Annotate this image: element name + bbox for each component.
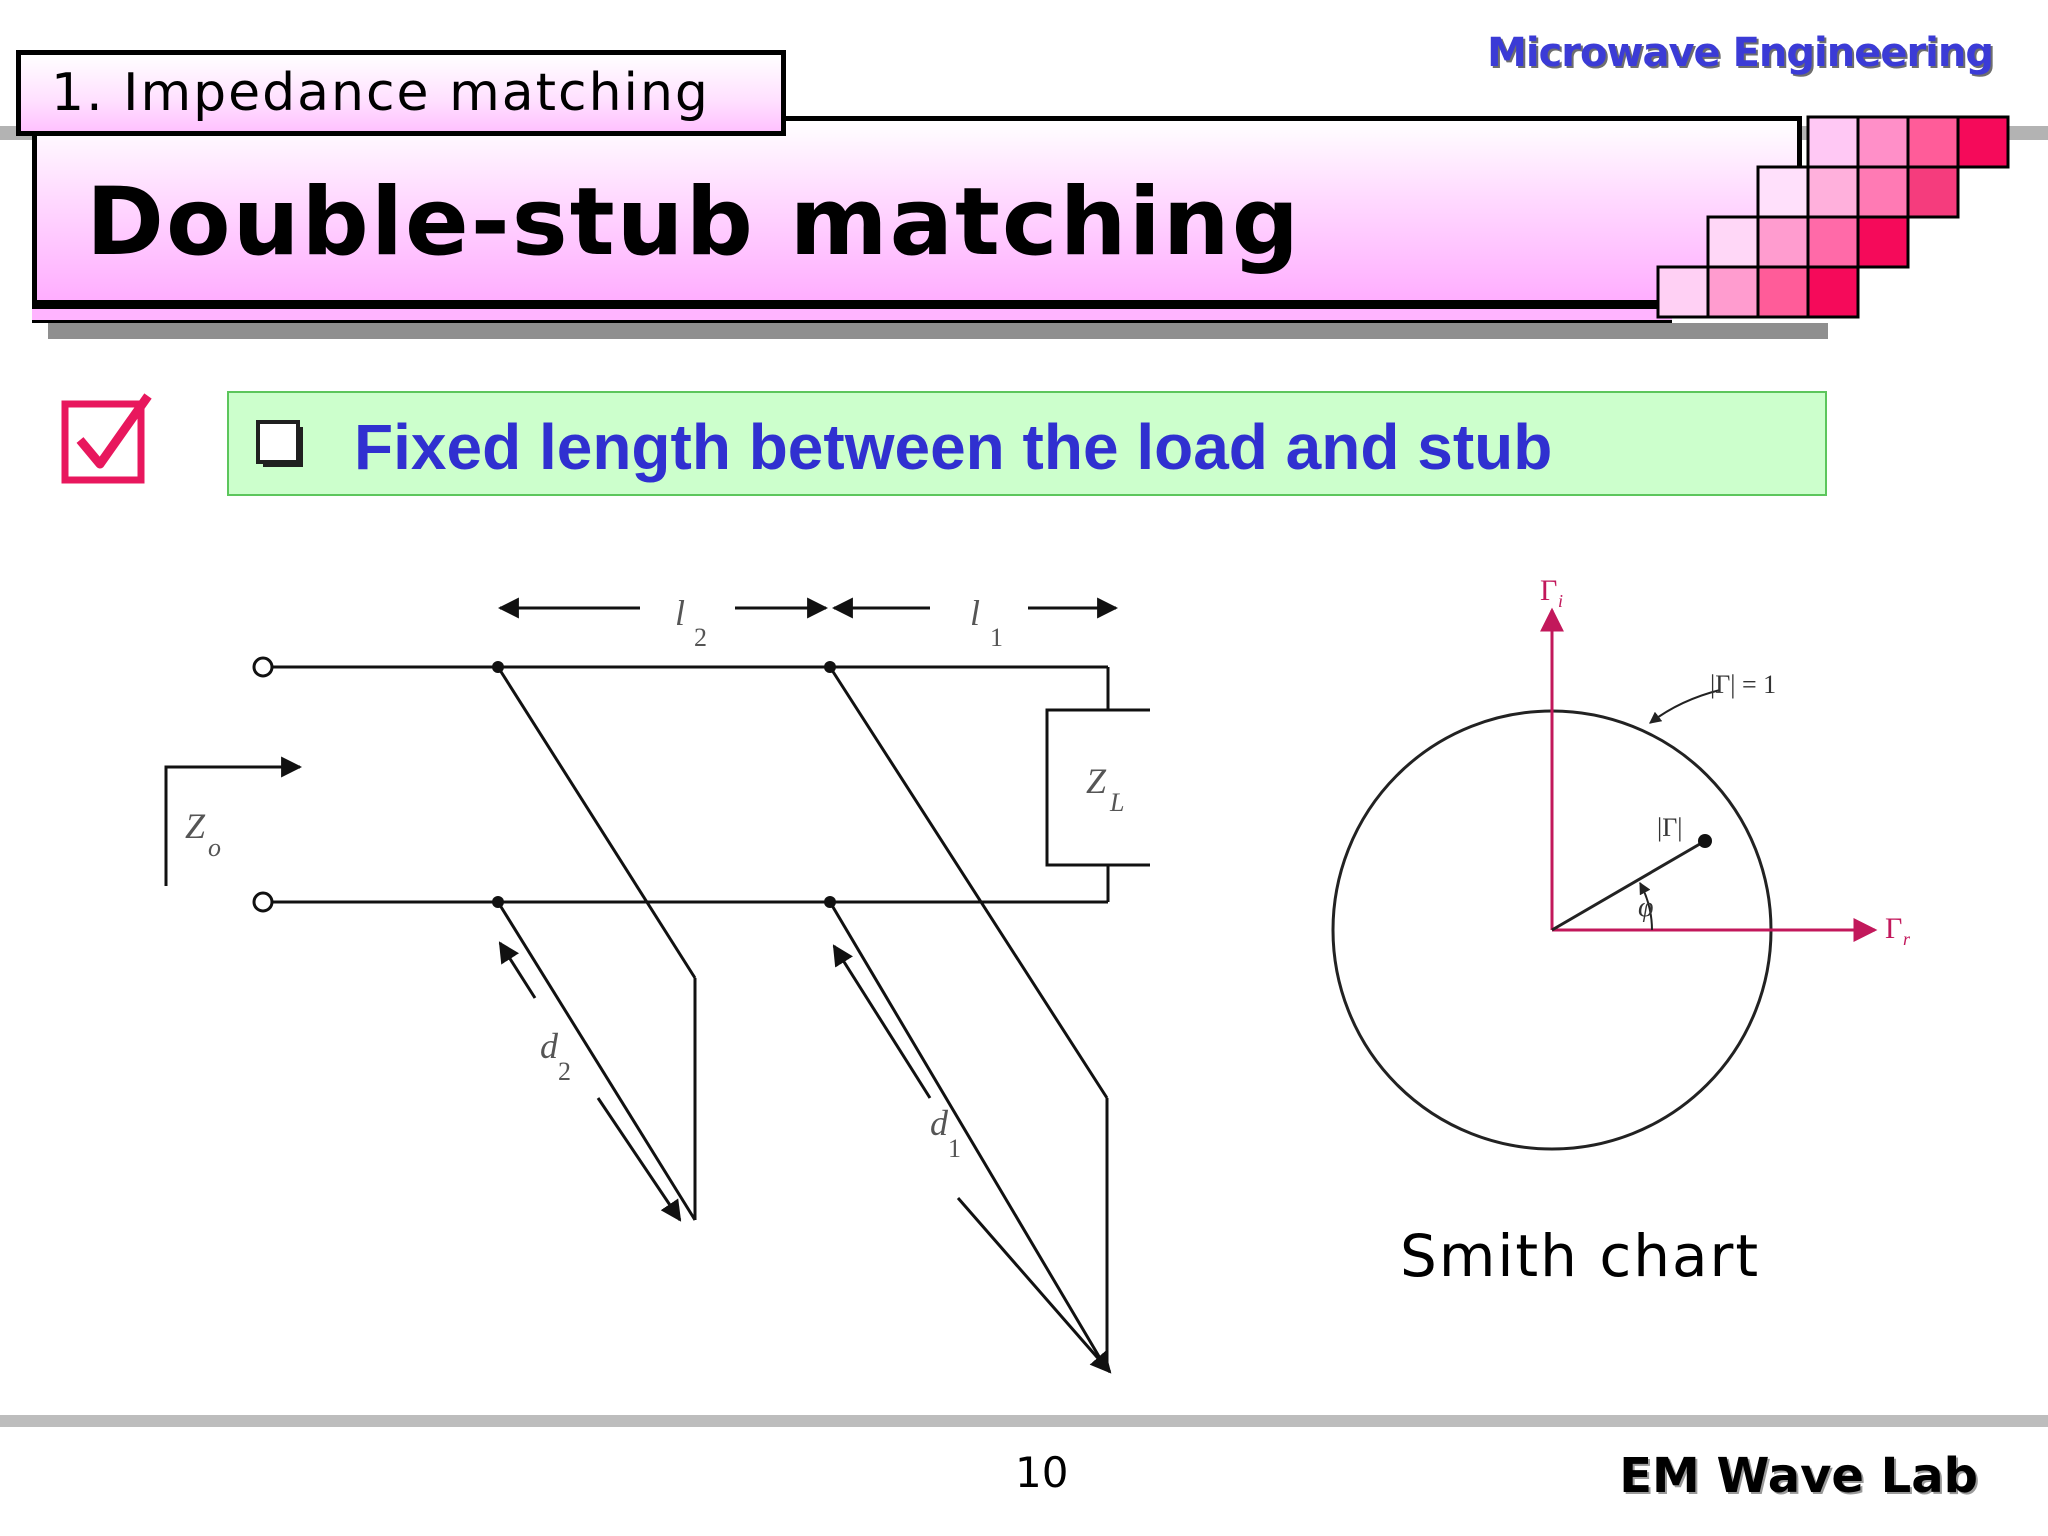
stub1-lower xyxy=(828,901,1109,1371)
pixel-grid-decoration xyxy=(1656,115,2010,319)
lab-name: EM Wave Lab xyxy=(1619,1448,1978,1504)
stub2-lower xyxy=(496,901,697,1221)
unit-circle-label: |Γ| = 1 xyxy=(1710,670,1776,699)
stub1-upper xyxy=(828,666,1109,1099)
real-axis-subscript: r xyxy=(1903,929,1911,949)
l1-subscript: 1 xyxy=(990,623,1003,652)
zl-label: Z xyxy=(1086,761,1107,801)
magnitude-label: |Γ| xyxy=(1657,813,1682,842)
stub2-upper xyxy=(496,666,697,979)
brand-title: Microwave Engineering xyxy=(1487,30,1994,76)
title-shadow xyxy=(48,323,1828,339)
angle-label: φ xyxy=(1638,892,1654,923)
real-axis-label: Γ xyxy=(1885,912,1902,945)
input-terminal-top xyxy=(252,656,274,678)
zo-label: Z xyxy=(185,806,206,846)
load-box xyxy=(1045,708,1150,867)
l2-subscript: 2 xyxy=(694,623,707,652)
input-terminal-bottom xyxy=(252,891,274,913)
d2-label: d xyxy=(540,1026,559,1066)
footer-gray-bar xyxy=(0,1415,2048,1427)
phi-arc xyxy=(1639,881,1653,931)
checkbox-checked-icon xyxy=(61,393,152,484)
imag-axis-subscript: i xyxy=(1558,591,1563,611)
title-underline-pink xyxy=(32,309,1672,323)
gamma-point xyxy=(1698,834,1712,848)
smith-chart-caption: Smith chart xyxy=(1400,1222,1761,1290)
l1-label: l xyxy=(970,593,980,633)
zo-subscript: o xyxy=(208,833,221,862)
unit-circle-pointer xyxy=(1649,689,1721,724)
page-number: 10 xyxy=(1015,1448,1069,1497)
zl-subscript: L xyxy=(1109,788,1124,817)
page-title: Double-stub matching xyxy=(86,168,1301,277)
d1-label: d xyxy=(930,1103,949,1143)
topic-text: Fixed length between the load and stub xyxy=(354,411,1553,483)
l2-label: l xyxy=(675,593,685,633)
square-bullet-icon xyxy=(256,420,303,467)
gamma-vector xyxy=(1551,839,1706,932)
topic-box: Fixed length between the load and stub xyxy=(227,391,1827,496)
reflection-coefficient-plane: Γ i Γ r |Γ| = 1 |Γ| φ xyxy=(1331,574,1911,1151)
d2-subscript: 2 xyxy=(558,1057,571,1086)
double-stub-circuit-diagram: l 2 l 1 Z o Z L d 2 d 1 xyxy=(164,593,1150,1374)
d1-subscript: 1 xyxy=(948,1134,961,1163)
section-tab: 1. Impedance matching xyxy=(16,50,786,136)
title-underline xyxy=(32,300,1672,309)
imag-axis-label: Γ xyxy=(1540,574,1557,607)
